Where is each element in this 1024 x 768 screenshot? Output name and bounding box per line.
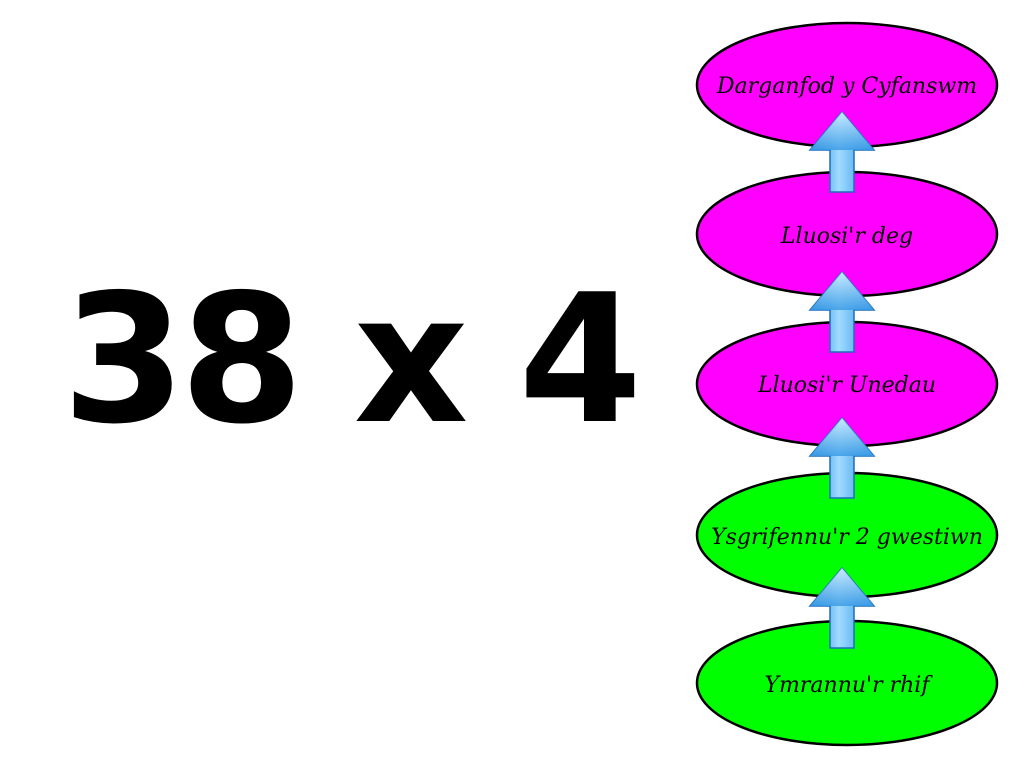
up-arrow-icon xyxy=(808,270,876,353)
step-label-2: Lluosi'r deg xyxy=(780,224,913,249)
multiplication-problem: 38 x 4 xyxy=(62,256,642,463)
step-label-4: Ysgrifennu'r 2 gwestiwn xyxy=(711,525,983,550)
up-arrow-icon xyxy=(808,416,876,499)
step-label-1: Darganfod y Cyfanswm xyxy=(716,74,977,99)
up-arrow-icon xyxy=(808,566,876,649)
up-arrow-icon xyxy=(808,110,876,193)
step-label-5: Ymrannu'r rhif xyxy=(765,673,934,698)
step-label-3: Lluosi'r Unedau xyxy=(757,373,936,398)
